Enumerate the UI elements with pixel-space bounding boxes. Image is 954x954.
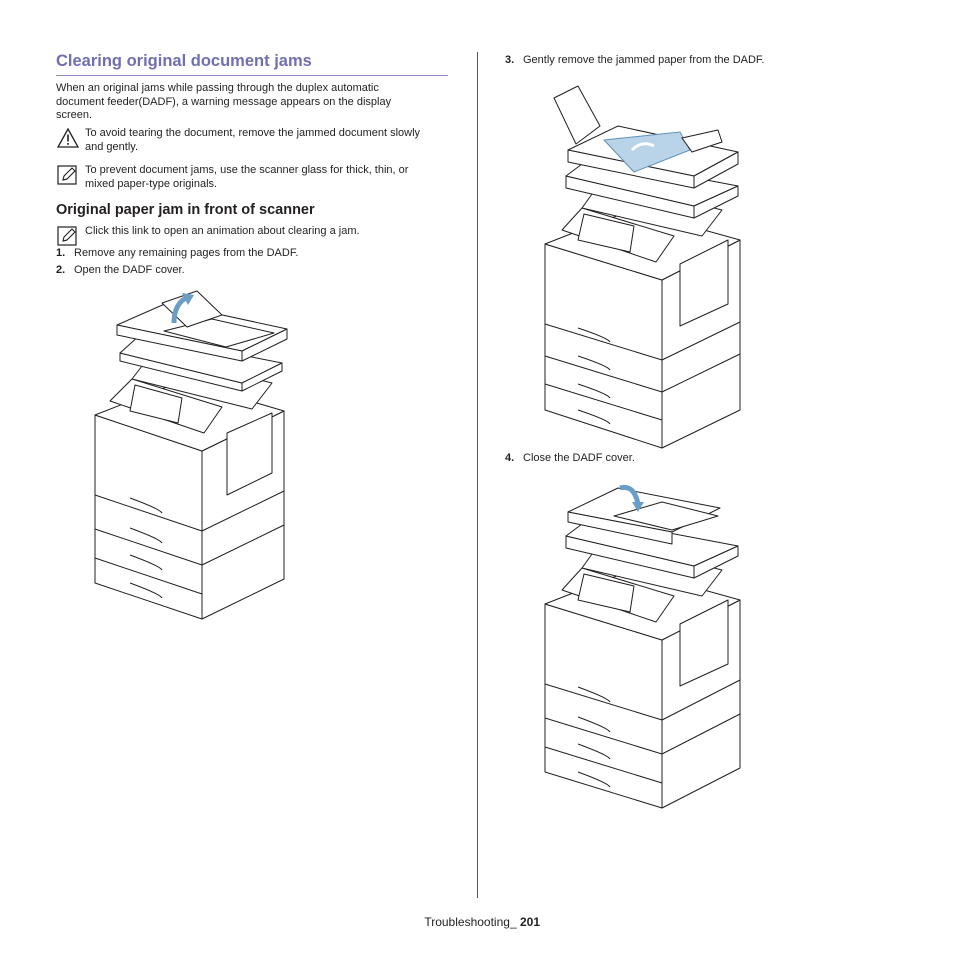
caution-line: and gently. xyxy=(85,140,139,153)
intro-line: document feeder(DADF), a warning message… xyxy=(56,95,392,108)
close-arrow-icon xyxy=(619,484,641,505)
printer-illustration-close-cover xyxy=(544,484,741,809)
step-number: 1. xyxy=(56,247,66,259)
intro-line: screen. xyxy=(56,109,93,121)
step-number: 4. xyxy=(505,452,515,464)
hand-icon xyxy=(681,129,723,153)
step-number: 3. xyxy=(505,54,515,66)
caution-text: To avoid tearing the document, remove th… xyxy=(85,127,420,154)
subsection-title: Original paper jam in front of scanner xyxy=(56,202,315,218)
printer-illustration-open-cover xyxy=(94,290,288,620)
page-number: 201 xyxy=(519,915,540,929)
step-text: Remove any remaining pages from the DADF… xyxy=(74,247,299,259)
note-pencil-icon xyxy=(57,165,77,185)
note-line: To prevent document jams, use the scanne… xyxy=(85,164,409,176)
step-item: 4. Close the DADF cover. xyxy=(505,452,635,466)
step-text: Close the DADF cover. xyxy=(523,452,635,464)
intro-line: When an original jams while passing thro… xyxy=(56,82,379,94)
printer-illustration-remove-paper xyxy=(544,85,741,449)
page-footer: Troubleshooting_ 201 xyxy=(360,915,540,929)
caution-line: To avoid tearing the document, remove th… xyxy=(85,127,421,139)
column-divider xyxy=(477,52,478,898)
step-item: 1. Remove any remaining pages from the DA… xyxy=(56,247,298,261)
step-text: Open the DADF cover. xyxy=(74,264,185,276)
warning-triangle-icon xyxy=(57,128,79,148)
note-line: mixed paper-type originals. xyxy=(85,177,218,190)
footer-chapter: Troubleshooting_ xyxy=(424,915,517,929)
note-text: To prevent document jams, use the scanne… xyxy=(85,164,408,191)
step-item: 3. Gently remove the jammed paper from th… xyxy=(505,54,764,68)
note-pencil-icon xyxy=(57,226,77,246)
intro-paragraph: When an original jams while passing thro… xyxy=(56,82,391,123)
step-text: Gently remove the jammed paper from the … xyxy=(523,54,765,66)
page-title: Clearing original document jams xyxy=(56,52,448,76)
animation-link[interactable]: Click this link to open an animation abo… xyxy=(85,225,360,237)
step-item: 2. Open the DADF cover. xyxy=(56,264,185,278)
step-number: 2. xyxy=(56,264,66,276)
